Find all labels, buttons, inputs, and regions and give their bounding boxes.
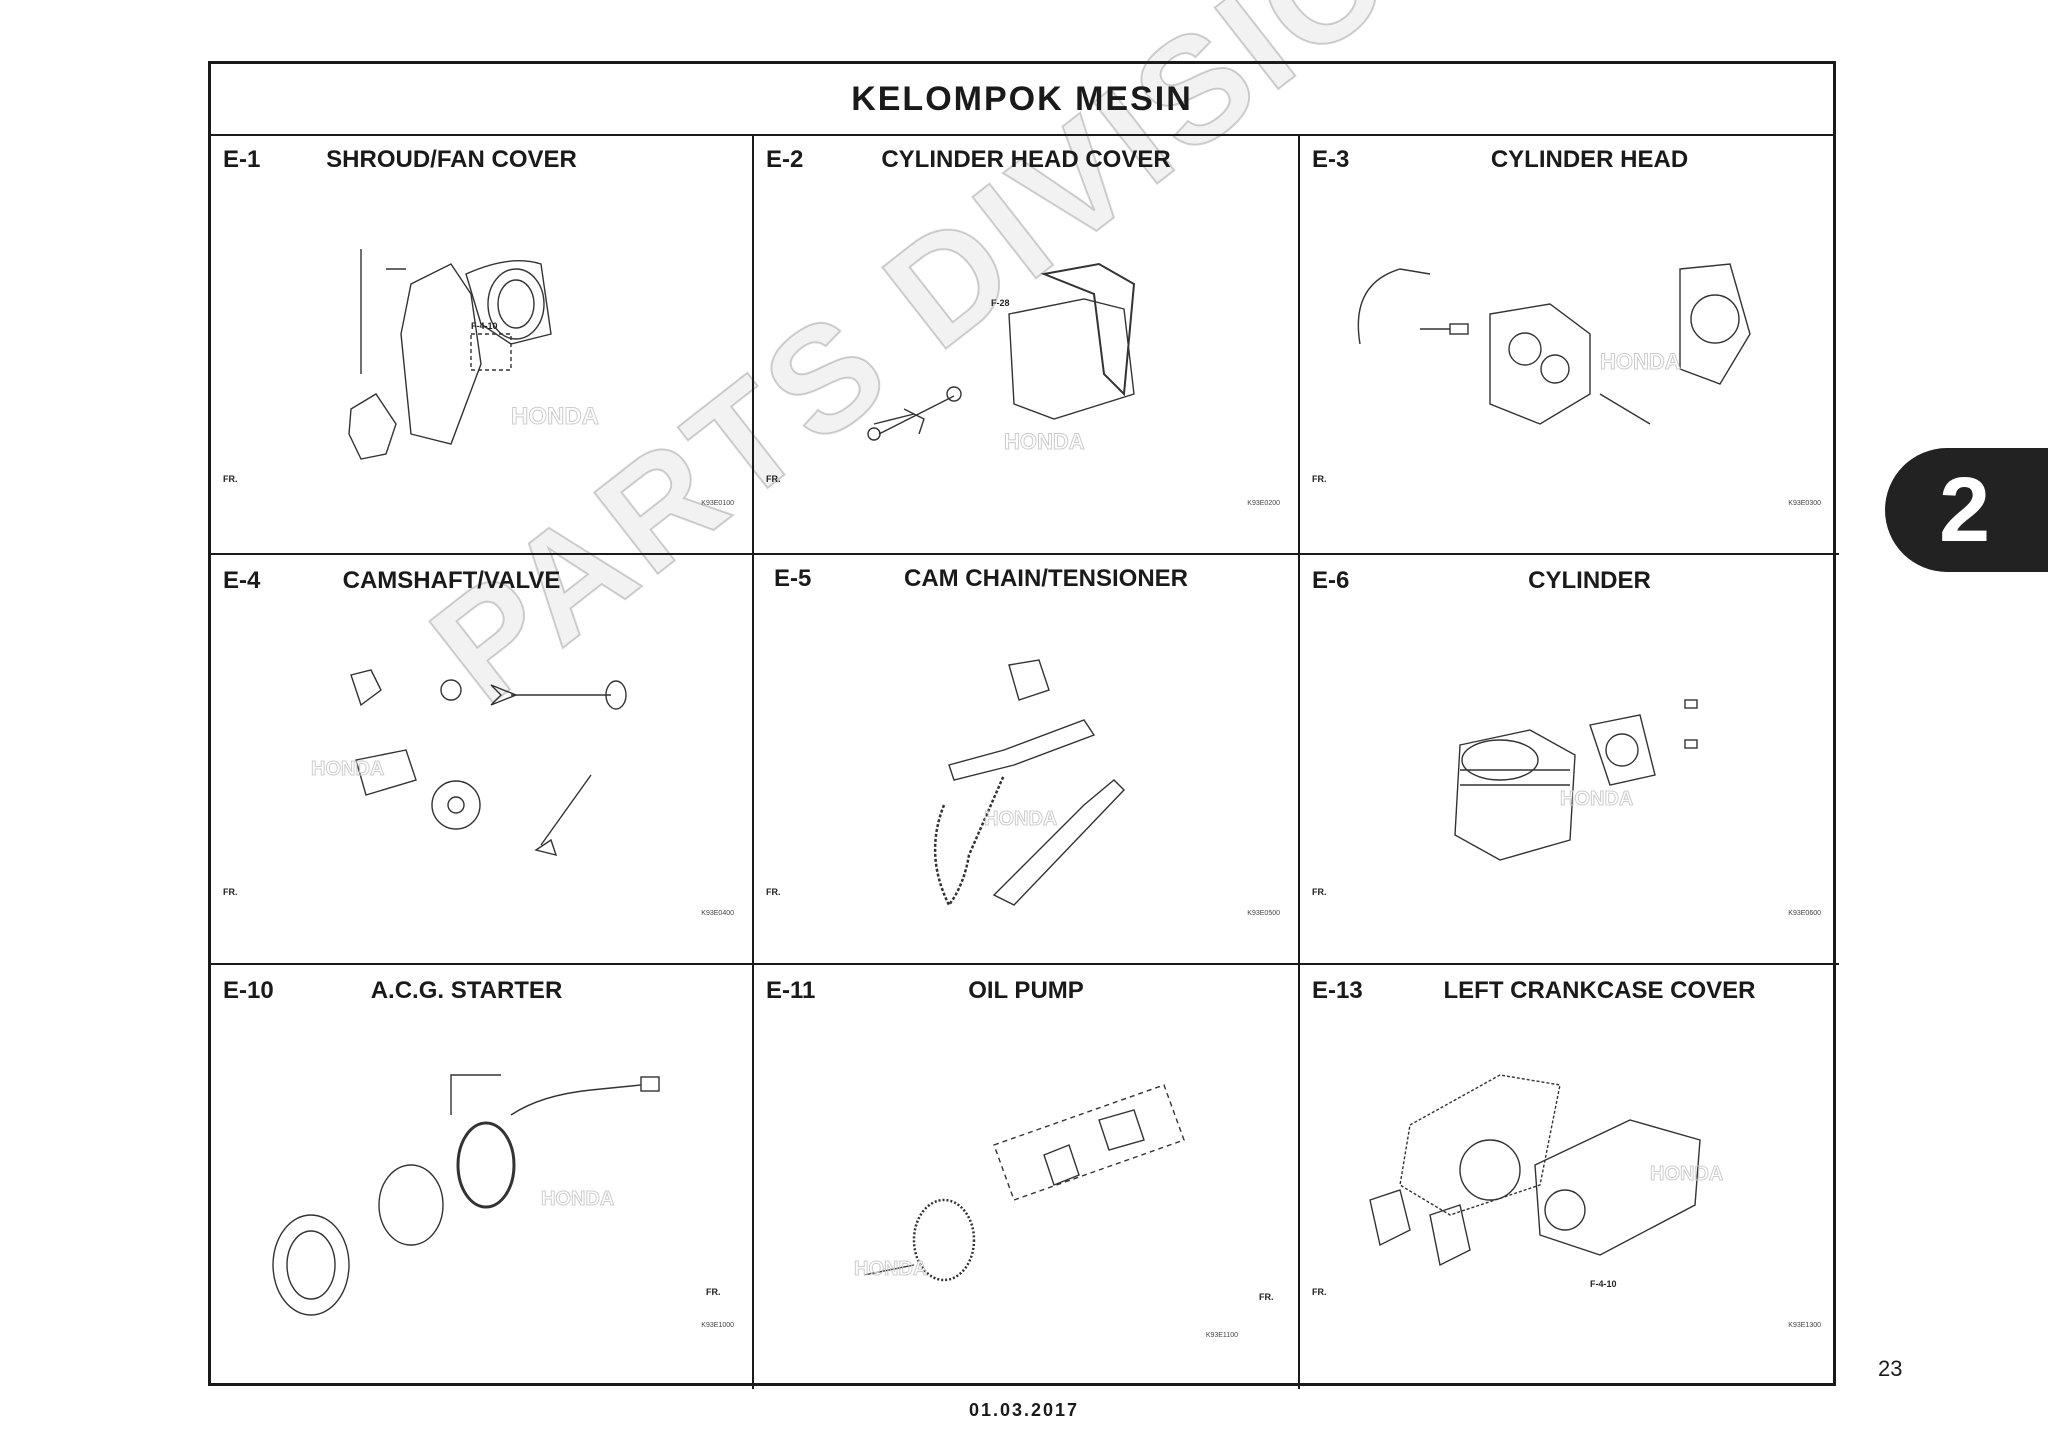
- callout-ref-label: F-28: [991, 298, 1010, 308]
- honda-logo-mark: HONDA: [1650, 1163, 1723, 1185]
- honda-logo-mark: HONDA: [511, 403, 599, 430]
- cell-code: E-2: [766, 146, 804, 173]
- callout-ref-label: F-4-10: [1590, 1279, 1617, 1289]
- callout-ref-label: F-4-10: [471, 321, 498, 331]
- diagram-acg-starter: HONDA FR.: [272, 1074, 721, 1316]
- diagram-ref-code: K93E0400: [701, 910, 734, 917]
- diagram-left-crankcase-cover: HONDA F-4-10 FR.: [1312, 1074, 1724, 1297]
- page-number: 23: [1878, 1356, 1903, 1381]
- cell-code: E-5: [774, 565, 812, 592]
- cell-code: E-6: [1312, 567, 1350, 594]
- cell-code: E-4: [223, 567, 261, 594]
- front-direction-marker: FR.: [1312, 887, 1327, 897]
- honda-logo-mark: HONDA: [311, 758, 384, 780]
- diagram-shroud-fan-cover: HONDA F-4-10 FR.: [223, 249, 600, 484]
- diagram-cylinder-head-cover: HONDA F-28 FR.: [766, 262, 1136, 484]
- front-direction-marker: FR.: [1312, 1287, 1327, 1297]
- diagram-camshaft-valve: HONDA FR.: [223, 669, 627, 897]
- diagram-ref-code: K93E1300: [1788, 1322, 1821, 1329]
- diagram-cam-chain-tensioner: HONDA FR.: [766, 659, 1125, 908]
- cell-e10[interactable]: E-10 A.C.G. STARTER HONDA FR. K93E1000: [211, 965, 754, 1389]
- cell-e1[interactable]: E-1 SHROUD/FAN COVER HONDA F-4-10 FR. K9…: [211, 134, 754, 555]
- diagram-ref-code: K93E1000: [701, 1322, 734, 1329]
- front-direction-marker: FR.: [223, 474, 238, 484]
- cell-code: E-1: [223, 146, 261, 173]
- diagram-ref-code: K93E0100: [701, 500, 734, 507]
- diagram-cylinder: HONDA FR.: [1312, 699, 1698, 897]
- cell-e6[interactable]: E-6 CYLINDER HONDA FR. K93E0600: [1300, 555, 1839, 965]
- cell-name: CAMSHAFT/VALVE: [342, 567, 561, 594]
- cell-code: E-10: [223, 977, 274, 1004]
- diagram-ref-code: K93E0300: [1788, 500, 1821, 507]
- cell-e3[interactable]: E-3 CYLINDER HEAD HONDA FR. K93E0300: [1300, 134, 1839, 555]
- honda-logo-mark: HONDA: [984, 808, 1057, 830]
- cell-code: E-13: [1312, 977, 1363, 1004]
- cell-name: CAM CHAIN/TENSIONER: [903, 565, 1188, 592]
- front-direction-marker: FR.: [1259, 1292, 1274, 1302]
- front-direction-marker: FR.: [223, 887, 238, 897]
- footer-date: 01.03.2017: [968, 1400, 1080, 1420]
- diagram-oil-pump: HONDA FR.: [854, 1084, 1274, 1302]
- honda-logo-mark: HONDA: [541, 1188, 614, 1210]
- cell-name: CYLINDER HEAD: [1490, 146, 1689, 173]
- diagram-ref-code: K93E0600: [1788, 910, 1821, 917]
- cell-name: A.C.G. STARTER: [370, 977, 563, 1004]
- diagram-ref-code: K93E0200: [1247, 500, 1280, 507]
- section-tab: 2: [1885, 448, 2048, 572]
- front-direction-marker: FR.: [1312, 474, 1327, 484]
- honda-logo-mark: HONDA: [1004, 429, 1085, 454]
- cell-name: SHROUD/FAN COVER: [326, 146, 577, 173]
- cell-e13[interactable]: E-13 LEFT CRANKCASE COVER HONDA F-4-10 F…: [1300, 965, 1839, 1389]
- page-title-bar: KELOMPOK MESIN: [211, 64, 1833, 136]
- page-title: KELOMPOK MESIN: [851, 79, 1193, 118]
- diagram-cylinder-head: HONDA FR.: [1312, 263, 1751, 484]
- cell-name: CYLINDER: [1528, 567, 1651, 594]
- cell-name: LEFT CRANKCASE COVER: [1443, 977, 1756, 1004]
- honda-logo-mark: HONDA: [1560, 788, 1633, 810]
- front-direction-marker: FR.: [706, 1287, 721, 1297]
- cell-code: E-11: [766, 977, 816, 1004]
- cell-name: OIL PUMP: [968, 977, 1084, 1004]
- cell-e11[interactable]: E-11 OIL PUMP HONDA FR. K93E1100: [754, 965, 1300, 1389]
- honda-logo-mark: HONDA: [854, 1258, 927, 1280]
- front-direction-marker: FR.: [766, 474, 781, 484]
- cell-e5[interactable]: E-5 CAM CHAIN/TENSIONER HONDA FR. K93E05…: [754, 555, 1300, 965]
- cell-e2[interactable]: E-2 CYLINDER HEAD COVER HONDA F-28 FR. K…: [754, 134, 1300, 555]
- cell-code: E-3: [1312, 146, 1350, 173]
- section-number: 2: [1939, 459, 1991, 561]
- cell-e4[interactable]: E-4 CAMSHAFT/VALVE HONDA FR. K93E0400: [211, 555, 754, 965]
- cell-name: CYLINDER HEAD COVER: [881, 146, 1171, 173]
- diagram-ref-code: K93E0500: [1247, 910, 1280, 917]
- parts-index-table: KELOMPOK MESIN E-1 SHROUD/FAN COVER HOND…: [208, 61, 1839, 1389]
- honda-logo-mark: HONDA: [1600, 349, 1681, 374]
- front-direction-marker: FR.: [766, 887, 781, 897]
- diagram-ref-code: K93E1100: [1205, 1332, 1238, 1339]
